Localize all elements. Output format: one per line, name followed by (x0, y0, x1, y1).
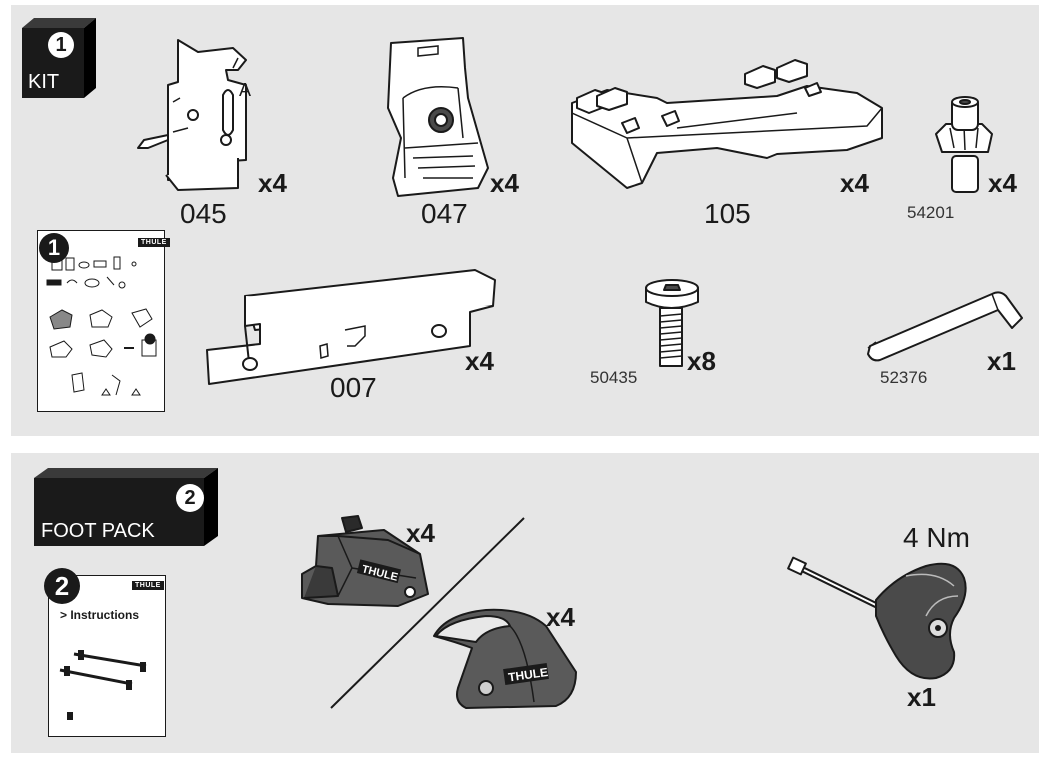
foot-pack-booklet-instructions-link[interactable]: > Instructions (60, 608, 140, 622)
foot-pack-label-box (34, 468, 218, 546)
foot-cover-illustration: THULE (433, 608, 577, 709)
kit-booklet-illustrations (46, 256, 157, 396)
part-50435-illustration (645, 279, 699, 367)
kit-booklet-step-number: 1 (39, 233, 69, 263)
foot-illustration: THULE (301, 515, 429, 607)
part-54201-illustration (935, 96, 993, 193)
part-007-qty: x4 (465, 346, 494, 376)
kit-step-number: 1 (48, 32, 74, 58)
part-54201-code: 54201 (907, 203, 955, 222)
torque-value: 4 Nm (903, 522, 970, 553)
foot-pack-booklet-illustration (59, 650, 147, 720)
foot-pack-booklet-brand: THULE (132, 581, 164, 590)
kit-booklet-brand: THULE (138, 238, 170, 247)
clip-letter: A (239, 80, 251, 100)
part-007-illustration (206, 269, 496, 385)
part-105-illustration (571, 59, 883, 189)
part-047-illustration (387, 37, 489, 197)
foot-cover-qty: x4 (546, 602, 575, 632)
torque-tool-qty: x1 (907, 682, 936, 712)
part-045-illustration: A (137, 39, 251, 191)
part-50435-qty: x8 (687, 346, 716, 376)
part-54201-qty: x4 (988, 168, 1017, 198)
part-105-code: 105 (704, 198, 751, 229)
divider-line (330, 517, 525, 709)
foot-qty: x4 (406, 518, 435, 548)
foot-cover-brand: THULE (507, 665, 549, 684)
part-52376-illustration (867, 291, 1023, 362)
foot-pack-booklet-step-number: 2 (44, 568, 80, 604)
part-045-code: 045 (180, 198, 227, 229)
part-047-qty: x4 (490, 168, 519, 198)
part-105-qty: x4 (840, 168, 869, 198)
kit-title: KIT (28, 71, 60, 93)
torque-tool-illustration (787, 556, 967, 680)
part-52376-code: 52376 (880, 368, 928, 387)
part-047-code: 047 (421, 198, 468, 229)
part-50435-code: 50435 (590, 368, 638, 387)
foot-pack-title: FOOT PACK (41, 520, 155, 542)
part-045-qty: x4 (258, 168, 287, 198)
part-007-code: 007 (330, 372, 377, 403)
part-52376-qty: x1 (987, 346, 1016, 376)
foot-pack-step-number: 2 (176, 484, 204, 512)
